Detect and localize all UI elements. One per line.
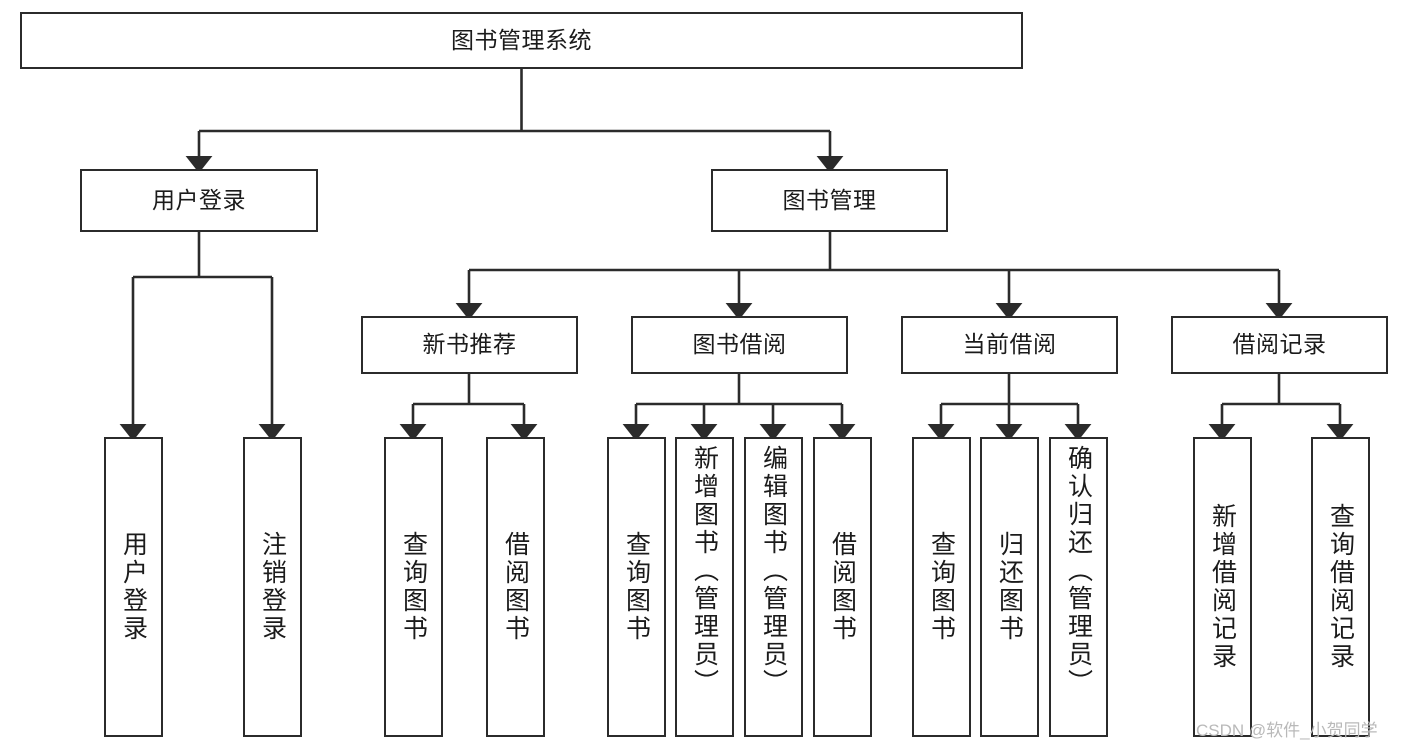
leaf-add-book[interactable]: 新增图书（管理员） — [675, 437, 734, 737]
leaf-query-book-1-label: 查询图书 — [399, 531, 428, 643]
leaf-borrow-book-2[interactable]: 借阅图书 — [813, 437, 872, 737]
leaf-edit-book[interactable]: 编辑图书（管理员） — [744, 437, 803, 737]
node-root[interactable]: 图书管理系统 — [20, 12, 1023, 69]
leaf-add-book-label: 新增图书（管理员） — [690, 445, 719, 697]
csdn-watermark: CSDN @软件_小贺同学 — [1196, 721, 1378, 740]
node-new-book-recommend-label: 新书推荐 — [422, 331, 517, 358]
leaf-query-book-2[interactable]: 查询图书 — [607, 437, 666, 737]
node-book-manage-label: 图书管理 — [782, 186, 877, 213]
leaf-query-record[interactable]: 查询借阅记录 — [1311, 437, 1370, 737]
node-borrow-record[interactable]: 借阅记录 — [1171, 316, 1388, 374]
leaf-query-book-1[interactable]: 查询图书 — [384, 437, 443, 737]
leaf-user-logout-label: 注销登录 — [258, 531, 287, 643]
leaf-return-book-label: 归还图书 — [995, 531, 1024, 643]
leaf-add-record-label: 新增借阅记录 — [1208, 503, 1237, 671]
leaf-user-logout[interactable]: 注销登录 — [243, 437, 302, 737]
leaf-add-record[interactable]: 新增借阅记录 — [1193, 437, 1252, 737]
leaf-user-login[interactable]: 用户登录 — [104, 437, 163, 737]
leaf-query-book-3[interactable]: 查询图书 — [912, 437, 971, 737]
node-current-borrow-label: 当前借阅 — [962, 331, 1057, 358]
leaf-return-book[interactable]: 归还图书 — [980, 437, 1039, 737]
node-book-manage[interactable]: 图书管理 — [711, 169, 948, 232]
node-user-login[interactable]: 用户登录 — [80, 169, 318, 232]
leaf-user-login-label: 用户登录 — [119, 531, 148, 643]
leaf-borrow-book-1-label: 借阅图书 — [501, 531, 530, 643]
leaf-borrow-book-2-label: 借阅图书 — [828, 531, 857, 643]
node-book-borrow-label: 图书借阅 — [692, 331, 787, 358]
leaf-query-book-3-label: 查询图书 — [927, 531, 956, 643]
leaf-confirm-return[interactable]: 确认归还（管理员） — [1049, 437, 1108, 737]
node-borrow-record-label: 借阅记录 — [1232, 331, 1327, 358]
node-root-label: 图书管理系统 — [451, 26, 592, 53]
node-book-borrow[interactable]: 图书借阅 — [631, 316, 848, 374]
leaf-edit-book-label: 编辑图书（管理员） — [759, 445, 788, 697]
leaf-query-record-label: 查询借阅记录 — [1326, 503, 1355, 671]
leaf-query-book-2-label: 查询图书 — [622, 531, 651, 643]
leaf-borrow-book-1[interactable]: 借阅图书 — [486, 437, 545, 737]
leaf-confirm-return-label: 确认归还（管理员） — [1064, 445, 1093, 697]
node-new-book-recommend[interactable]: 新书推荐 — [361, 316, 578, 374]
node-user-login-label: 用户登录 — [152, 186, 246, 213]
node-current-borrow[interactable]: 当前借阅 — [901, 316, 1118, 374]
